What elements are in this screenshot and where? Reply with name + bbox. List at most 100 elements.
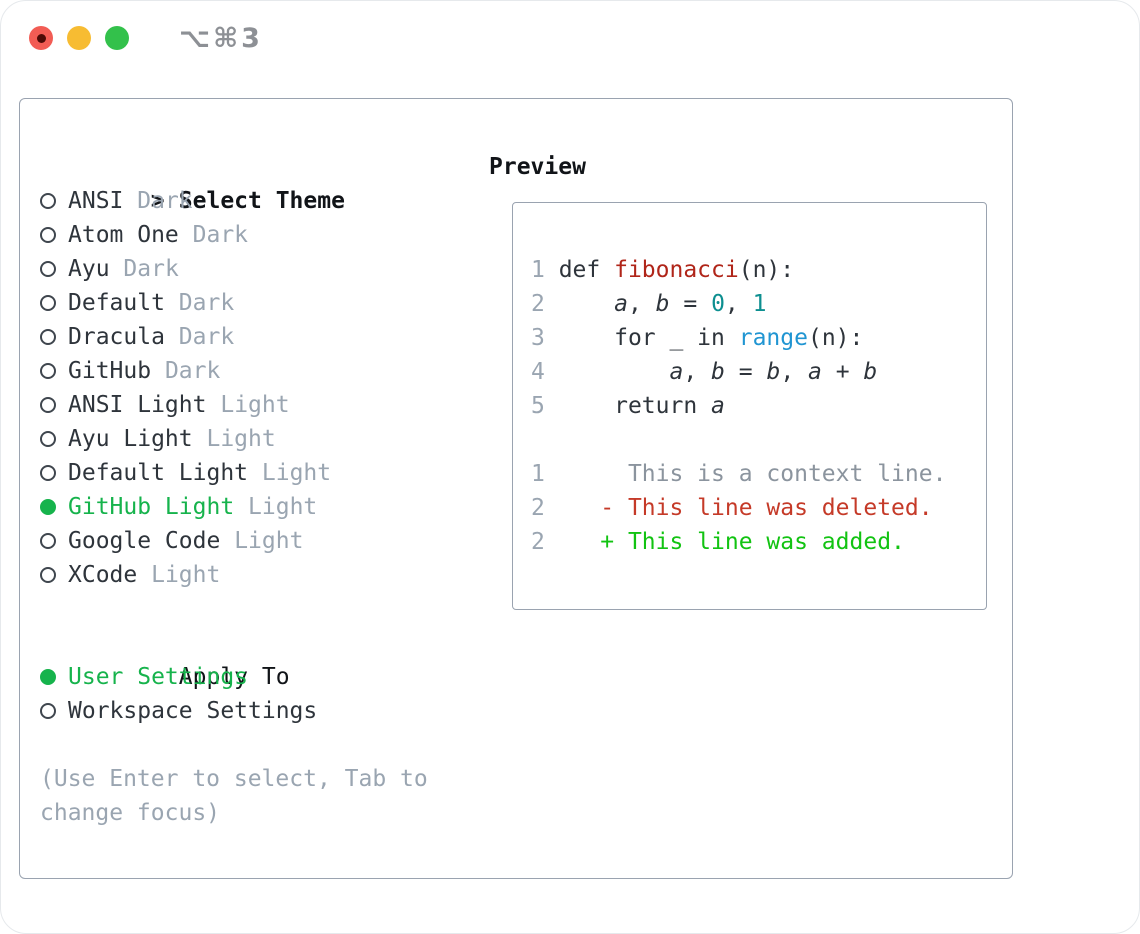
option-label: GitHub Light	[68, 494, 235, 520]
option-label: ANSI	[68, 188, 124, 214]
minimize-button[interactable]	[67, 26, 91, 50]
radio-selected-icon[interactable]	[40, 669, 56, 685]
code-segment-plain	[559, 529, 601, 555]
code-line: 2 a, b = 0, 1	[531, 287, 976, 321]
option-label: GitHub	[68, 358, 152, 384]
titlebar: ⌥⌘3	[1, 1, 1139, 75]
code-segment-plain: +	[821, 359, 864, 385]
select-theme-title: Select Theme	[178, 188, 345, 214]
code-segment-builtin: range	[738, 325, 808, 351]
code-line: 2 + This line was added.	[531, 525, 976, 559]
close-button[interactable]	[29, 26, 53, 50]
theme-variant-tag: Light	[234, 528, 304, 554]
code-segment-var: a	[669, 359, 684, 385]
theme-option-github-light[interactable]: GitHub Light Light	[40, 490, 442, 524]
code-segment-var: a	[711, 393, 725, 419]
code-segment-plain: =	[724, 359, 767, 385]
theme-option-atom-one[interactable]: Atom One Dark	[40, 218, 442, 252]
code-segment-var: a	[808, 359, 822, 385]
theme-option-ayu[interactable]: Ayu Dark	[40, 252, 442, 286]
code-segment-plain	[559, 495, 601, 521]
radio-unselected-icon[interactable]	[40, 431, 56, 447]
theme-option-ayu-light[interactable]: Ayu Light Light	[40, 422, 442, 456]
code-segment-plain: (n):	[807, 325, 864, 351]
code-segment-plain: ,	[627, 291, 656, 317]
radio-unselected-icon[interactable]	[40, 261, 56, 277]
apply-to-title: Apply To	[178, 664, 290, 690]
code-segment-plain: def	[558, 257, 615, 283]
code-line: 4 a, b = b, a + b	[531, 355, 976, 389]
code-segment-added: + This line was added.	[600, 529, 905, 555]
theme-option-dracula[interactable]: Dracula Dark	[40, 320, 442, 354]
radio-unselected-icon[interactable]	[40, 533, 56, 549]
code-line: 3 for _ in range(n):	[531, 321, 976, 355]
theme-option-github[interactable]: GitHub Dark	[40, 354, 442, 388]
line-number: 5	[531, 393, 545, 419]
radio-unselected-icon[interactable]	[40, 567, 56, 583]
code-segment-var: b	[711, 359, 725, 385]
radio-unselected-icon[interactable]	[40, 329, 56, 345]
theme-option-xcode[interactable]: XCode Light	[40, 558, 442, 592]
code-line: 5 return a	[531, 389, 976, 423]
radio-unselected-icon[interactable]	[40, 295, 56, 311]
code-line: 2 - This line was deleted.	[531, 491, 976, 525]
theme-option-ansi[interactable]: ANSI Dark	[40, 184, 442, 218]
radio-unselected-icon[interactable]	[40, 465, 56, 481]
zoom-button[interactable]	[105, 26, 129, 50]
option-label: Ayu Light	[68, 426, 193, 452]
theme-variant-tag: Dark	[178, 290, 235, 316]
option-label: User Settings	[68, 664, 249, 690]
theme-variant-tag: Dark	[192, 222, 249, 248]
code-segment-plain	[559, 359, 670, 385]
radio-unselected-icon[interactable]	[40, 193, 56, 209]
code-segment-plain: =	[669, 291, 712, 317]
code-segment-func: fibonacci	[614, 257, 739, 283]
code-line: 1 This is a context line.	[531, 457, 976, 491]
radio-unselected-icon[interactable]	[40, 397, 56, 413]
option-label: Google Code	[68, 528, 221, 554]
prompt-cursor-icon: >	[150, 188, 165, 214]
code-segment-plain	[559, 291, 614, 317]
line-number: 2	[531, 291, 545, 317]
keyboard-hint: (Use Enter to select, Tab to change focu…	[40, 766, 428, 826]
code-segment-plain: ,	[724, 291, 753, 317]
apply-to-header-row: Apply To	[40, 626, 442, 690]
theme-option-default[interactable]: Default Dark	[40, 286, 442, 320]
close-modified-dot-icon	[36, 33, 46, 43]
radio-unselected-icon[interactable]	[40, 363, 56, 379]
radio-unselected-icon[interactable]	[40, 703, 56, 719]
line-number: 4	[531, 359, 545, 385]
option-label: Workspace Settings	[68, 698, 318, 724]
theme-option-ansi-light[interactable]: ANSI Light Light	[40, 388, 442, 422]
code-segment-var: b	[766, 359, 781, 385]
line-number: 3	[531, 325, 545, 351]
radio-selected-icon[interactable]	[40, 499, 56, 515]
code-segment-num: 1	[752, 291, 767, 317]
code-segment-var: b	[655, 291, 670, 317]
theme-variant-tag: Light	[220, 392, 290, 418]
select-theme-header-row: > Select Theme	[40, 150, 442, 214]
line-number: 2	[531, 495, 545, 521]
code-segment-num: 0	[711, 291, 725, 317]
theme-option-default-light[interactable]: Default Light Light	[40, 456, 442, 490]
option-label: Ayu	[68, 256, 110, 282]
theme-variant-tag: Dark	[137, 188, 193, 214]
theme-variant-tag: Light	[261, 460, 332, 486]
theme-option-google-code[interactable]: Google Code Light	[40, 524, 442, 558]
theme-variant-tag: Light	[151, 562, 221, 588]
theme-variant-tag: Dark	[164, 358, 221, 384]
code-line	[531, 423, 976, 457]
code-segment-deleted: - This line was deleted.	[600, 495, 933, 521]
line-number: 2	[531, 529, 545, 555]
radio-unselected-icon[interactable]	[40, 227, 56, 243]
code-segment-plain: ,	[780, 359, 809, 385]
apply-option-user-settings[interactable]: User Settings	[40, 660, 442, 694]
code-segment-plain: for _ in	[558, 325, 739, 351]
apply-option-workspace-settings[interactable]: Workspace Settings	[40, 694, 442, 728]
